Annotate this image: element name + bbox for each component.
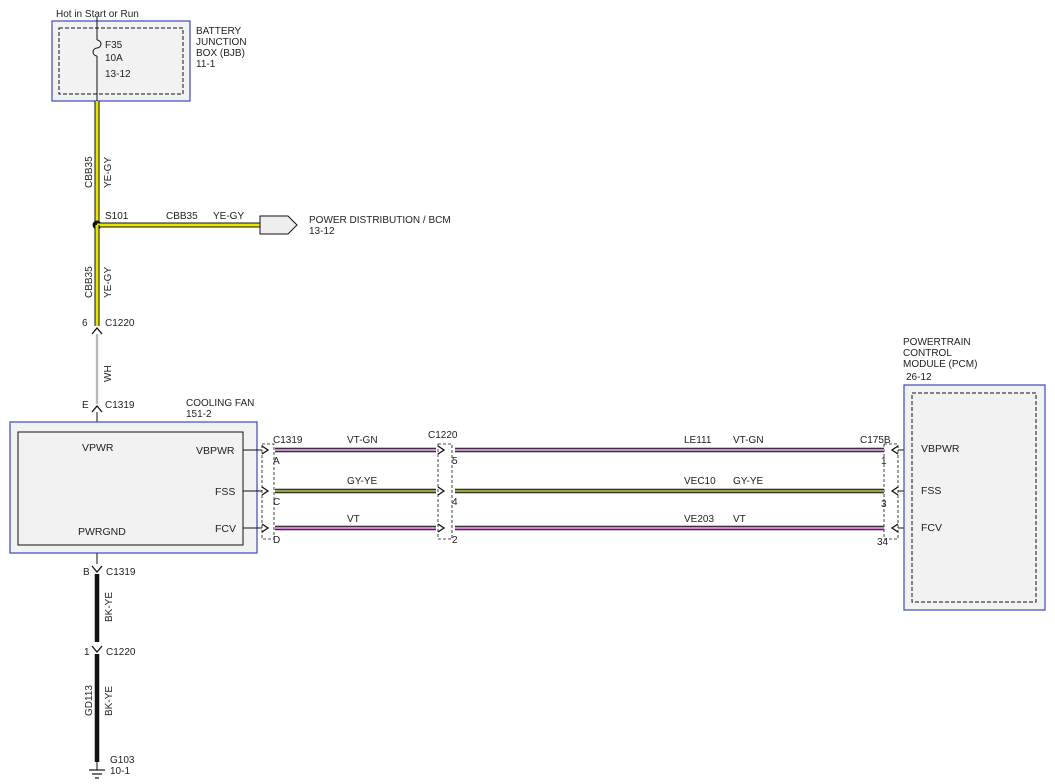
fuse-ref: 13-12 — [105, 69, 131, 80]
cooling-fan-box — [9, 421, 258, 554]
ground-wire-2-color: BK-YE — [104, 686, 115, 716]
ground-wire-1-color: BK-YE — [104, 592, 115, 622]
row0-right-pin: 1 — [881, 456, 887, 467]
c1220-bottom-name: C1220 — [106, 647, 136, 658]
harness-row-vbpwr — [243, 445, 912, 455]
pcm-ref: 26-12 — [906, 372, 932, 383]
c1319-top-name: C1319 — [105, 400, 135, 411]
c1319-top-pin: E — [82, 400, 89, 411]
pcm-fss-label: FSS — [921, 485, 941, 497]
harness-right-connector: C175B — [860, 435, 891, 446]
row1-circuit: VEC10 — [684, 476, 716, 487]
fan-vpwr-label: VPWR — [82, 442, 114, 454]
row1-left-color: GY-YE — [347, 476, 378, 487]
bjb-name-line1: BATTERY — [196, 26, 242, 37]
fuse-icon — [92, 39, 102, 57]
wh-wire-color: WH — [103, 365, 114, 382]
hot-in-start-run-label: Hot in Start or Run — [56, 9, 139, 20]
fan-vbpwr-label: VBPWR — [196, 445, 235, 457]
pcm-fcv-label: FCV — [921, 522, 942, 534]
fan-pwrgnd-label: PWRGND — [78, 526, 126, 538]
pcm-box — [903, 384, 1046, 611]
row0-circuit: LE111 — [684, 435, 712, 446]
upper-wire-color: YE-GY — [103, 157, 114, 188]
branch-color: YE-GY — [213, 211, 244, 222]
pcm-vbpwr-label: VBPWR — [921, 443, 960, 455]
c1319-bottom-connector-icon — [91, 565, 103, 574]
row0-left-pin: A — [273, 456, 280, 467]
cooling-fan-name: COOLING FAN — [186, 398, 254, 409]
c1220-top-pin: 6 — [82, 318, 88, 329]
ground-wire-circuit: GD113 — [84, 685, 95, 716]
row0-left-color: VT-GN — [347, 435, 378, 446]
lower-wire-color: YE-GY — [103, 267, 114, 298]
bjb-name-line3: BOX (BJB) — [196, 48, 245, 59]
power-distribution-label: POWER DISTRIBUTION / BCM — [309, 215, 451, 226]
bjb-page-ref: 11-1 — [196, 59, 216, 70]
row1-mid-pin: 4 — [452, 497, 458, 508]
harness-row-fcv — [243, 523, 912, 533]
fuse-id: F35 — [105, 40, 123, 51]
power-distribution-arrow-icon — [259, 215, 298, 235]
c1220-top-connector-icon — [91, 326, 103, 335]
lower-wire-circuit: CBB35 — [84, 266, 95, 298]
bjb-name-line2: JUNCTION — [196, 37, 247, 48]
c1220-bottom-pin: 1 — [84, 647, 90, 658]
row2-right-color: VT — [733, 514, 746, 525]
row1-left-pin: C — [273, 497, 280, 508]
row2-right-pin: 34 — [877, 537, 889, 548]
row2-circuit: VE203 — [684, 514, 714, 525]
cooling-fan-ref: 151-2 — [186, 409, 212, 420]
pcm-name-line1: POWERTRAIN — [903, 337, 971, 348]
row1-right-pin: 3 — [881, 499, 887, 510]
c1220-harness-connector-box — [437, 443, 453, 540]
fan-fss-label: FSS — [215, 486, 235, 498]
fuse-rating: 10A — [105, 53, 123, 64]
bjb-box — [51, 20, 191, 102]
fan-fcv-label: FCV — [215, 523, 236, 535]
harness-row-fss — [243, 486, 912, 496]
c1319-bottom-name: C1319 — [106, 567, 136, 578]
ground-id: G103 — [110, 755, 135, 766]
ground-ref: 10-1 — [110, 766, 130, 777]
splice-id: S101 — [105, 211, 129, 222]
row0-right-color: VT-GN — [733, 435, 764, 446]
ground-symbol-icon — [89, 762, 105, 779]
c1220-bottom-connector-icon — [91, 645, 103, 654]
upper-wire-circuit: CBB35 — [84, 156, 95, 188]
row2-mid-pin: 2 — [452, 535, 458, 546]
harness-left-connector: C1319 — [273, 435, 303, 446]
c1319-top-connector-icon — [91, 404, 103, 413]
pcm-name-line2: CONTROL — [903, 348, 952, 359]
row1-right-color: GY-YE — [733, 476, 764, 487]
row2-left-color: VT — [347, 514, 360, 525]
branch-circuit: CBB35 — [166, 211, 198, 222]
pcm-name-line3: MODULE (PCM) — [903, 359, 977, 370]
c1220-top-name: C1220 — [105, 318, 135, 329]
row0-mid-pin: 5 — [452, 456, 458, 467]
power-distribution-ref: 13-12 — [309, 226, 335, 237]
row2-left-pin: D — [273, 535, 280, 546]
c1319-bottom-pin: B — [83, 567, 90, 578]
harness-mid-connector: C1220 — [428, 430, 458, 441]
